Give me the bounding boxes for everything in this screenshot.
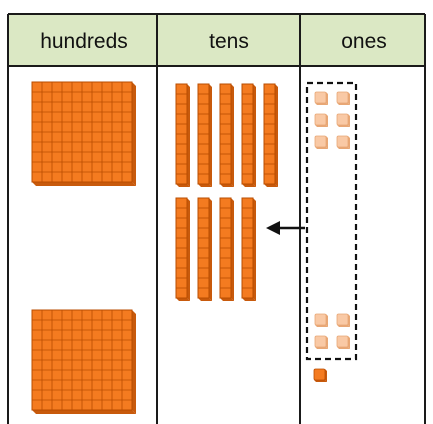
ten-rod [175,197,190,301]
one-cube-faded [336,91,350,105]
table-grid [7,13,426,424]
one-cube-faded [314,113,328,127]
one-cube-faded [314,335,328,349]
hundred-flat [31,81,136,186]
ten-rod [197,197,212,301]
one-cube-faded [336,313,350,327]
ten-rod [241,197,256,301]
header-tens: tens [209,30,249,53]
ten-rod [197,83,212,187]
header-hundreds: hundreds [40,30,128,53]
one-cube-faded [314,135,328,149]
ten-rod [241,83,256,187]
header-row [8,14,425,66]
hundred-flat [31,309,136,414]
one-cube-faded [336,335,350,349]
one-cube [313,368,327,382]
hundreds-flats [31,81,136,414]
one-cube-faded [314,313,328,327]
ten-rod [219,197,234,301]
one-cube-faded [336,135,350,149]
header-ones: ones [341,30,387,53]
one-cube-faded [336,113,350,127]
ten-rod [175,83,190,187]
arrow-left-icon [266,221,305,235]
one-cube-faded [314,91,328,105]
ten-rod [263,83,278,187]
ones-group-outline [305,81,358,361]
tens-rods [175,83,278,301]
ones-cubes [313,91,350,382]
ten-rod [219,83,234,187]
